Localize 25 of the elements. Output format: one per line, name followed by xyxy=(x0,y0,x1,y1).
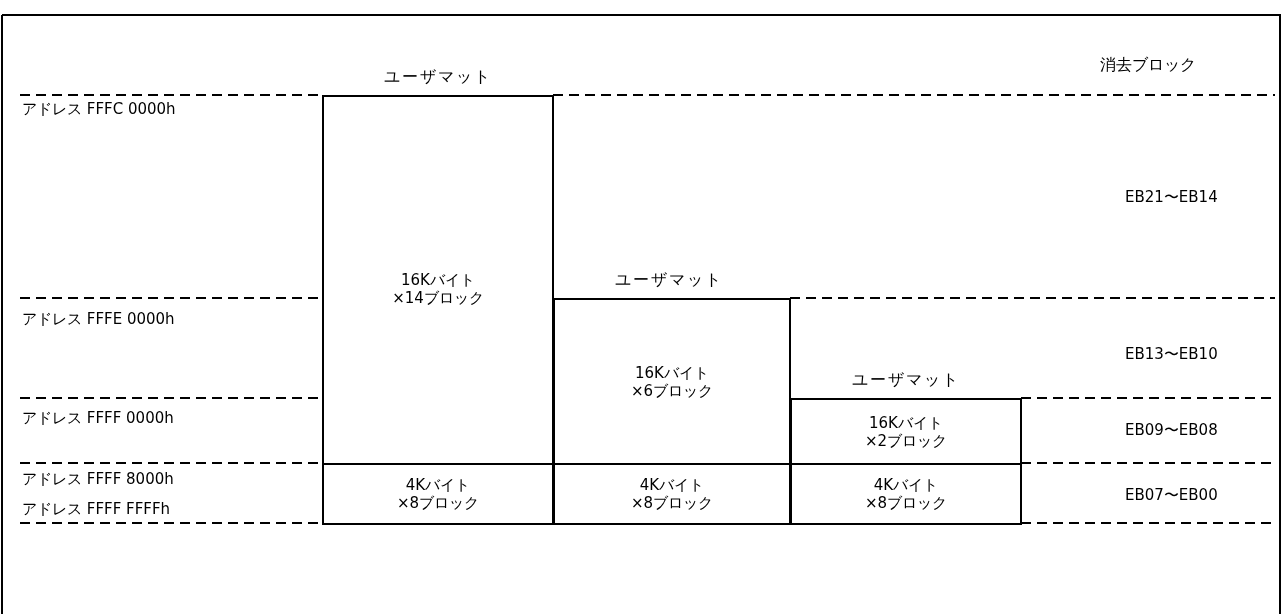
address-label: アドレス FFFC 0000h xyxy=(22,100,176,119)
erase-block-range: EB07〜EB00 xyxy=(1125,486,1218,505)
memory-block xyxy=(790,463,1022,525)
address-label: アドレス FFFF 0000h xyxy=(22,409,174,428)
memory-block xyxy=(790,398,1022,465)
address-label: アドレス FFFE 0000h xyxy=(22,310,175,329)
block-size-text: 4Kバイト ×8ブロック xyxy=(630,476,714,512)
block-size-text: 4Kバイト ×8ブロック xyxy=(864,476,948,512)
erase-block-range: EB21〜EB14 xyxy=(1125,188,1218,207)
block-size-text: 16Kバイト ×6ブロック xyxy=(630,363,714,400)
block-size-text: 16Kバイト ×14ブロック xyxy=(392,271,484,307)
memory-block xyxy=(553,463,791,525)
memory-block xyxy=(553,298,791,465)
erase-block-heading: 消去ブロック xyxy=(1100,55,1196,76)
address-label: アドレス FFFF 8000h xyxy=(22,470,174,489)
erase-block-range: EB13〜EB10 xyxy=(1125,345,1218,364)
address-label: アドレス FFFF FFFFh xyxy=(22,500,171,519)
column-heading: ユーザマット xyxy=(852,370,960,391)
memory-block xyxy=(322,95,554,465)
block-size-text: 4Kバイト ×8ブロック xyxy=(396,476,480,512)
block-size-text: 16Kバイト ×2ブロック xyxy=(864,413,948,450)
erase-block-range: EB09〜EB08 xyxy=(1125,421,1218,440)
column-heading: ユーザマット xyxy=(384,67,492,88)
column-heading: ユーザマット xyxy=(615,270,723,291)
memory-block xyxy=(322,463,554,525)
